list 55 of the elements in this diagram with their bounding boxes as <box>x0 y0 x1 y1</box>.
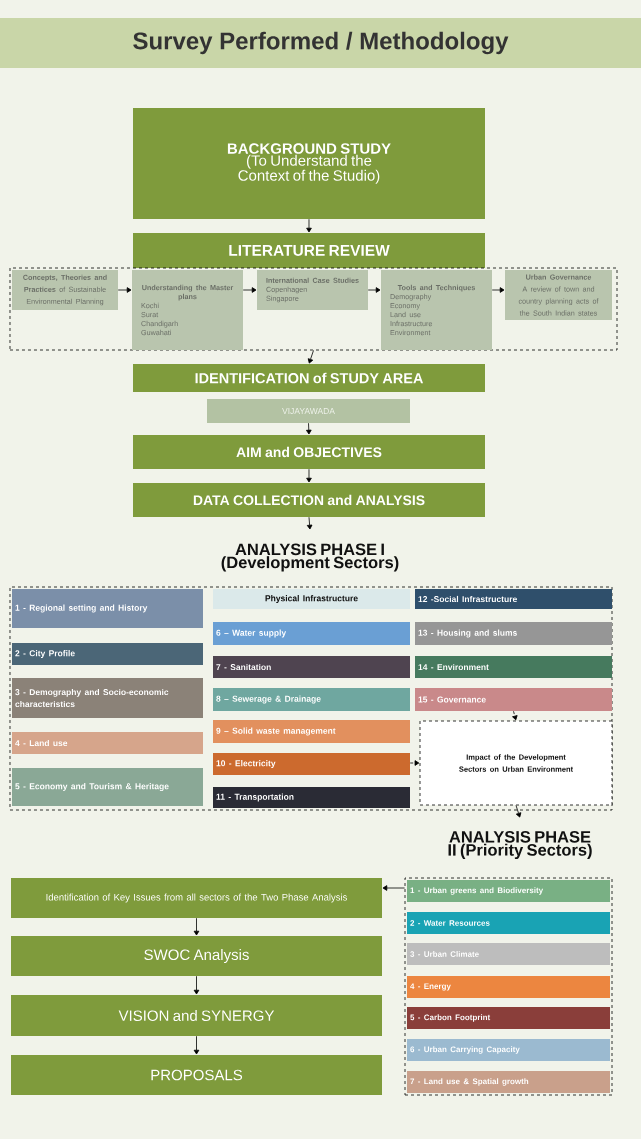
arrow <box>382 885 405 891</box>
sector-box: 15 - Governance <box>415 688 612 711</box>
sector-box: 7 - Land use & Spatial growth <box>407 1071 610 1093</box>
process-box: Identification of Key Issues from all sectors of the Two Phase Analysis <box>11 878 382 918</box>
arrow <box>491 287 505 293</box>
sector-box: 8 – Sewerage & Drainage <box>213 688 410 711</box>
process-box: PROPOSALS <box>11 1055 382 1095</box>
dashed-frame <box>9 267 618 351</box>
dashed-frame <box>9 586 613 811</box>
sector-box: 1 - Regional setting and History <box>12 589 203 628</box>
sector-box: 4 - Land use <box>12 732 203 754</box>
process-box: BACKGROUND STUDY (To Understand the Context of the Studio) <box>133 108 485 219</box>
arrow <box>409 760 420 766</box>
arrow <box>306 422 312 435</box>
sector-box: 2 - City Profile <box>12 643 203 665</box>
arrow <box>117 287 132 293</box>
dashed-frame <box>404 877 613 1096</box>
process-box: IDENTIFICATION of STUDY AREA <box>133 364 485 392</box>
sector-box: 5 - Economy and Tourism & Heritage <box>12 768 203 806</box>
sector-box: 11 - Transportation <box>213 787 410 808</box>
heading-text: ANALYSIS PHASE I (Development Sectors) <box>221 543 399 572</box>
arrow <box>307 350 314 364</box>
sector-box: 6 – Water supply <box>213 622 410 645</box>
arrow <box>306 516 313 530</box>
sector-box: 5 - Carbon Footprint <box>407 1007 610 1029</box>
arrow <box>515 805 522 818</box>
sector-box: 4 - Energy <box>407 976 610 998</box>
process-box: DATA COLLECTION and ANALYSIS <box>133 483 485 517</box>
title-band: Survey Performed / Methodology <box>0 18 641 68</box>
process-box: LITERATURE REVIEW <box>133 233 485 268</box>
sector-box: 12 -Social Infrastructure <box>415 589 612 609</box>
process-box: SWOC Analysis <box>11 936 382 976</box>
process-box: AIM and OBJECTIVES <box>133 435 485 469</box>
sector-box: Physical Infrastructure <box>213 589 410 609</box>
arrow <box>306 218 312 233</box>
arrow <box>512 710 518 721</box>
sector-box: 1 - Urban greens and Biodiversity <box>407 880 610 902</box>
sector-box: 14 - Environment <box>415 656 612 678</box>
heading-text: ANALYSIS PHASE II (Priority Sectors) <box>448 830 592 860</box>
arrow <box>306 468 312 483</box>
location-box: VIJAYAWADA <box>207 399 410 423</box>
arrow <box>193 975 200 995</box>
arrow <box>193 1035 200 1055</box>
arrow <box>193 917 200 936</box>
sector-box: 2 - Water Resources <box>407 912 610 934</box>
sector-box: 7 - Sanitation <box>213 656 410 678</box>
arrow <box>367 287 381 293</box>
arrow <box>242 287 257 293</box>
sector-box: 6 - Urban Carrying Capacity <box>407 1039 610 1061</box>
sector-box: 10 - Electricity <box>213 753 410 775</box>
sector-box: 3 - Urban Climate <box>407 943 610 965</box>
sector-box: 3 - Demography and Socio-economic characteristics <box>12 678 203 718</box>
sector-box: 9 – Solid waste management <box>213 720 410 743</box>
process-box: VISION and SYNERGY <box>11 995 382 1036</box>
sector-box: 13 - Housing and slums <box>415 622 612 645</box>
